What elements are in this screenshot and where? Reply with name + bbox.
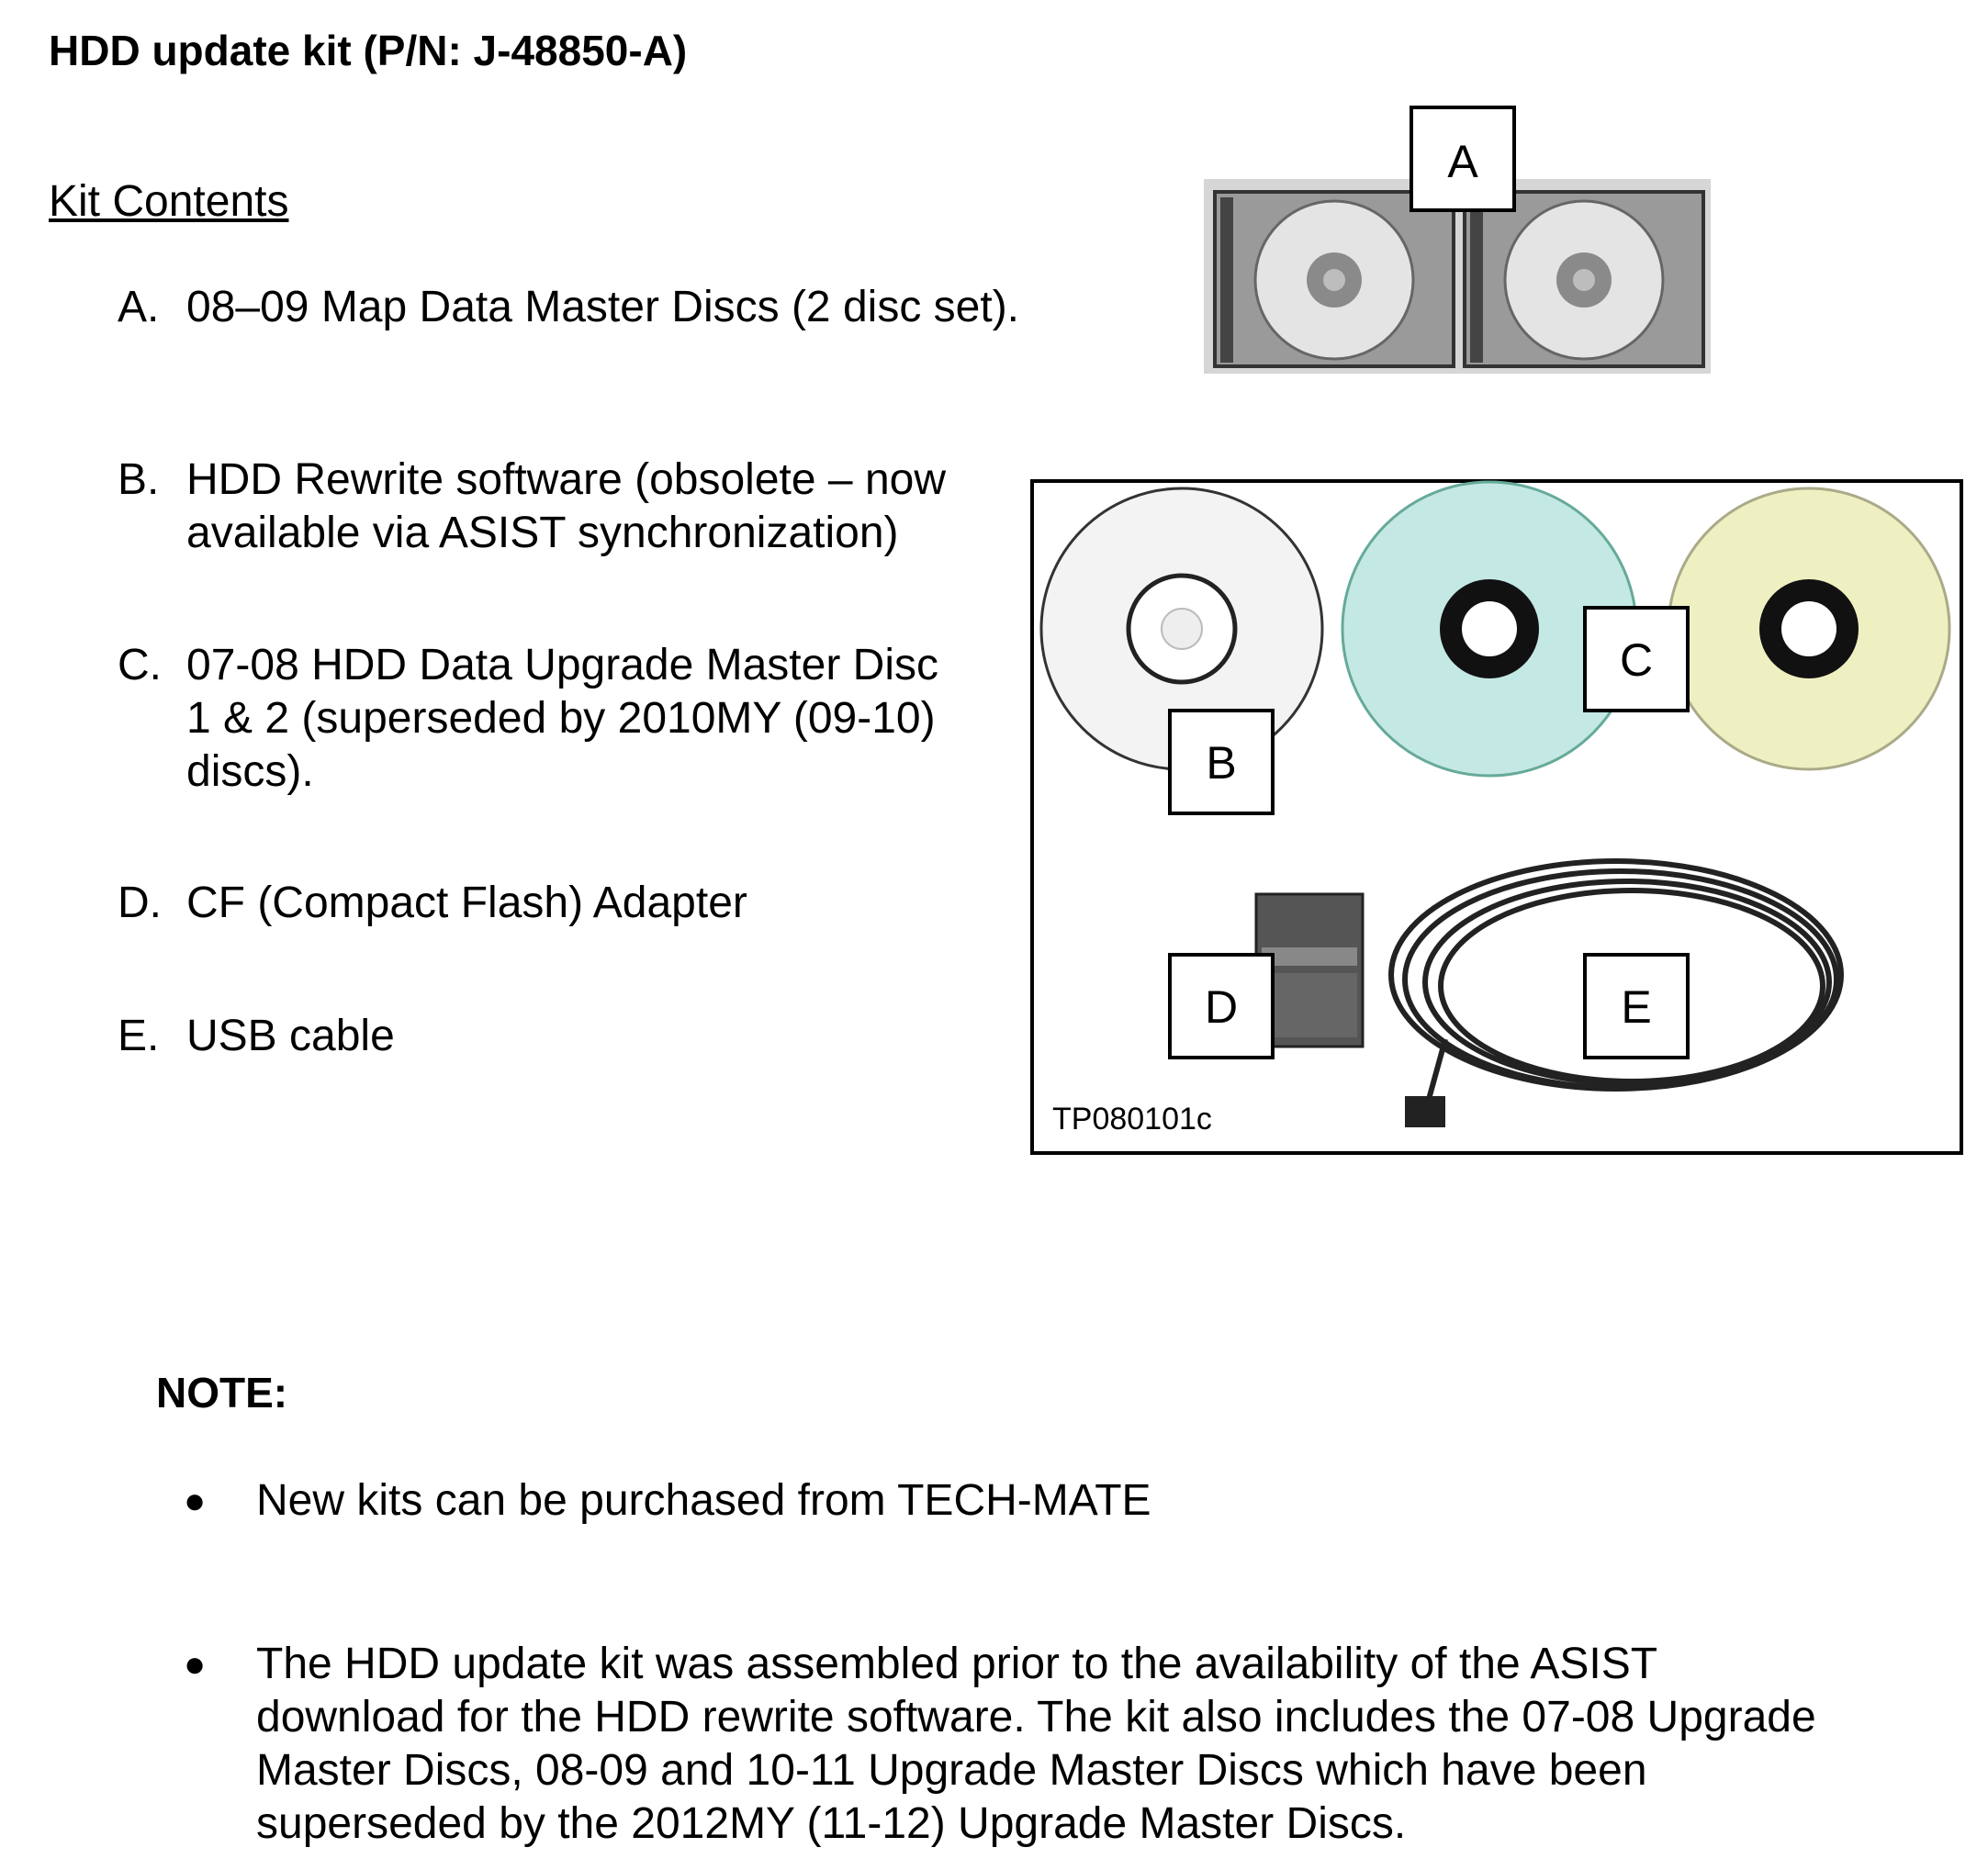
bullet-icon: ● [184,1481,207,1521]
callout-box-d: D [1168,953,1275,1059]
usb-cable [1388,858,1844,1127]
callout-box-c: C [1583,606,1690,712]
callout-label-b: B [1206,737,1236,789]
list-item-text: HDD Rewrite software (obsolete – now [186,455,946,504]
callout-label-e: E [1621,981,1651,1033]
callout-label-d: D [1205,981,1238,1033]
callout-box-b: B [1168,709,1275,815]
list-item-letter: E. [118,1012,160,1060]
page-title: HDD update kit (P/N: J-48850-A) [49,27,688,74]
master-disc-1 [1341,480,1638,778]
hdd-rewrite-disc [1039,487,1324,771]
callout-label-c: C [1620,634,1653,686]
note-text: superseded by the 2012MY (11-12) Upgrade… [256,1799,1407,1848]
figure-id: TP080101c [1052,1102,1212,1137]
list-item-text: discs). [186,747,314,796]
cd-case-left [1213,190,1455,368]
cd-case-right [1463,190,1705,368]
list-item-text: CF (Compact Flash) Adapter [186,879,747,927]
kit-contents-heading: Kit Contents [49,177,289,226]
list-item-text: USB cable [186,1012,395,1060]
list-item-letter: C. [118,641,162,689]
callout-box-a: A [1410,106,1516,212]
list-item-text: 1 & 2 (superseded by 2010MY (09-10) [186,694,936,743]
callout-label-a: A [1447,136,1478,187]
note-text: New kits can be purchased from TECH-MATE [256,1476,1151,1525]
disc-set-photo: A [1204,106,1711,374]
list-item-letter: B. [118,455,160,504]
list-item-text: available via ASIST synchronization) [186,509,899,557]
list-item-letter: D. [118,879,162,927]
master-disc-2 [1667,487,1951,771]
list-item-text: 07-08 HDD Data Upgrade Master Disc [186,641,938,689]
note-text: download for the HDD rewrite software. T… [256,1693,1816,1741]
list-item-text: 08–09 Map Data Master Discs (2 disc set)… [186,283,1020,331]
note-text: The HDD update kit was assembled prior t… [256,1640,1658,1688]
compact-flash-adapter [1254,892,1365,1048]
note-text: Master Discs, 08-09 and 10-11 Upgrade Ma… [256,1746,1647,1795]
bullet-icon: ● [184,1644,207,1685]
note-heading: NOTE: [156,1369,288,1416]
callout-box-e: E [1583,953,1690,1059]
kit-components-figure: B C D E TP080101c [1030,479,1963,1155]
list-item-letter: A. [118,283,160,331]
